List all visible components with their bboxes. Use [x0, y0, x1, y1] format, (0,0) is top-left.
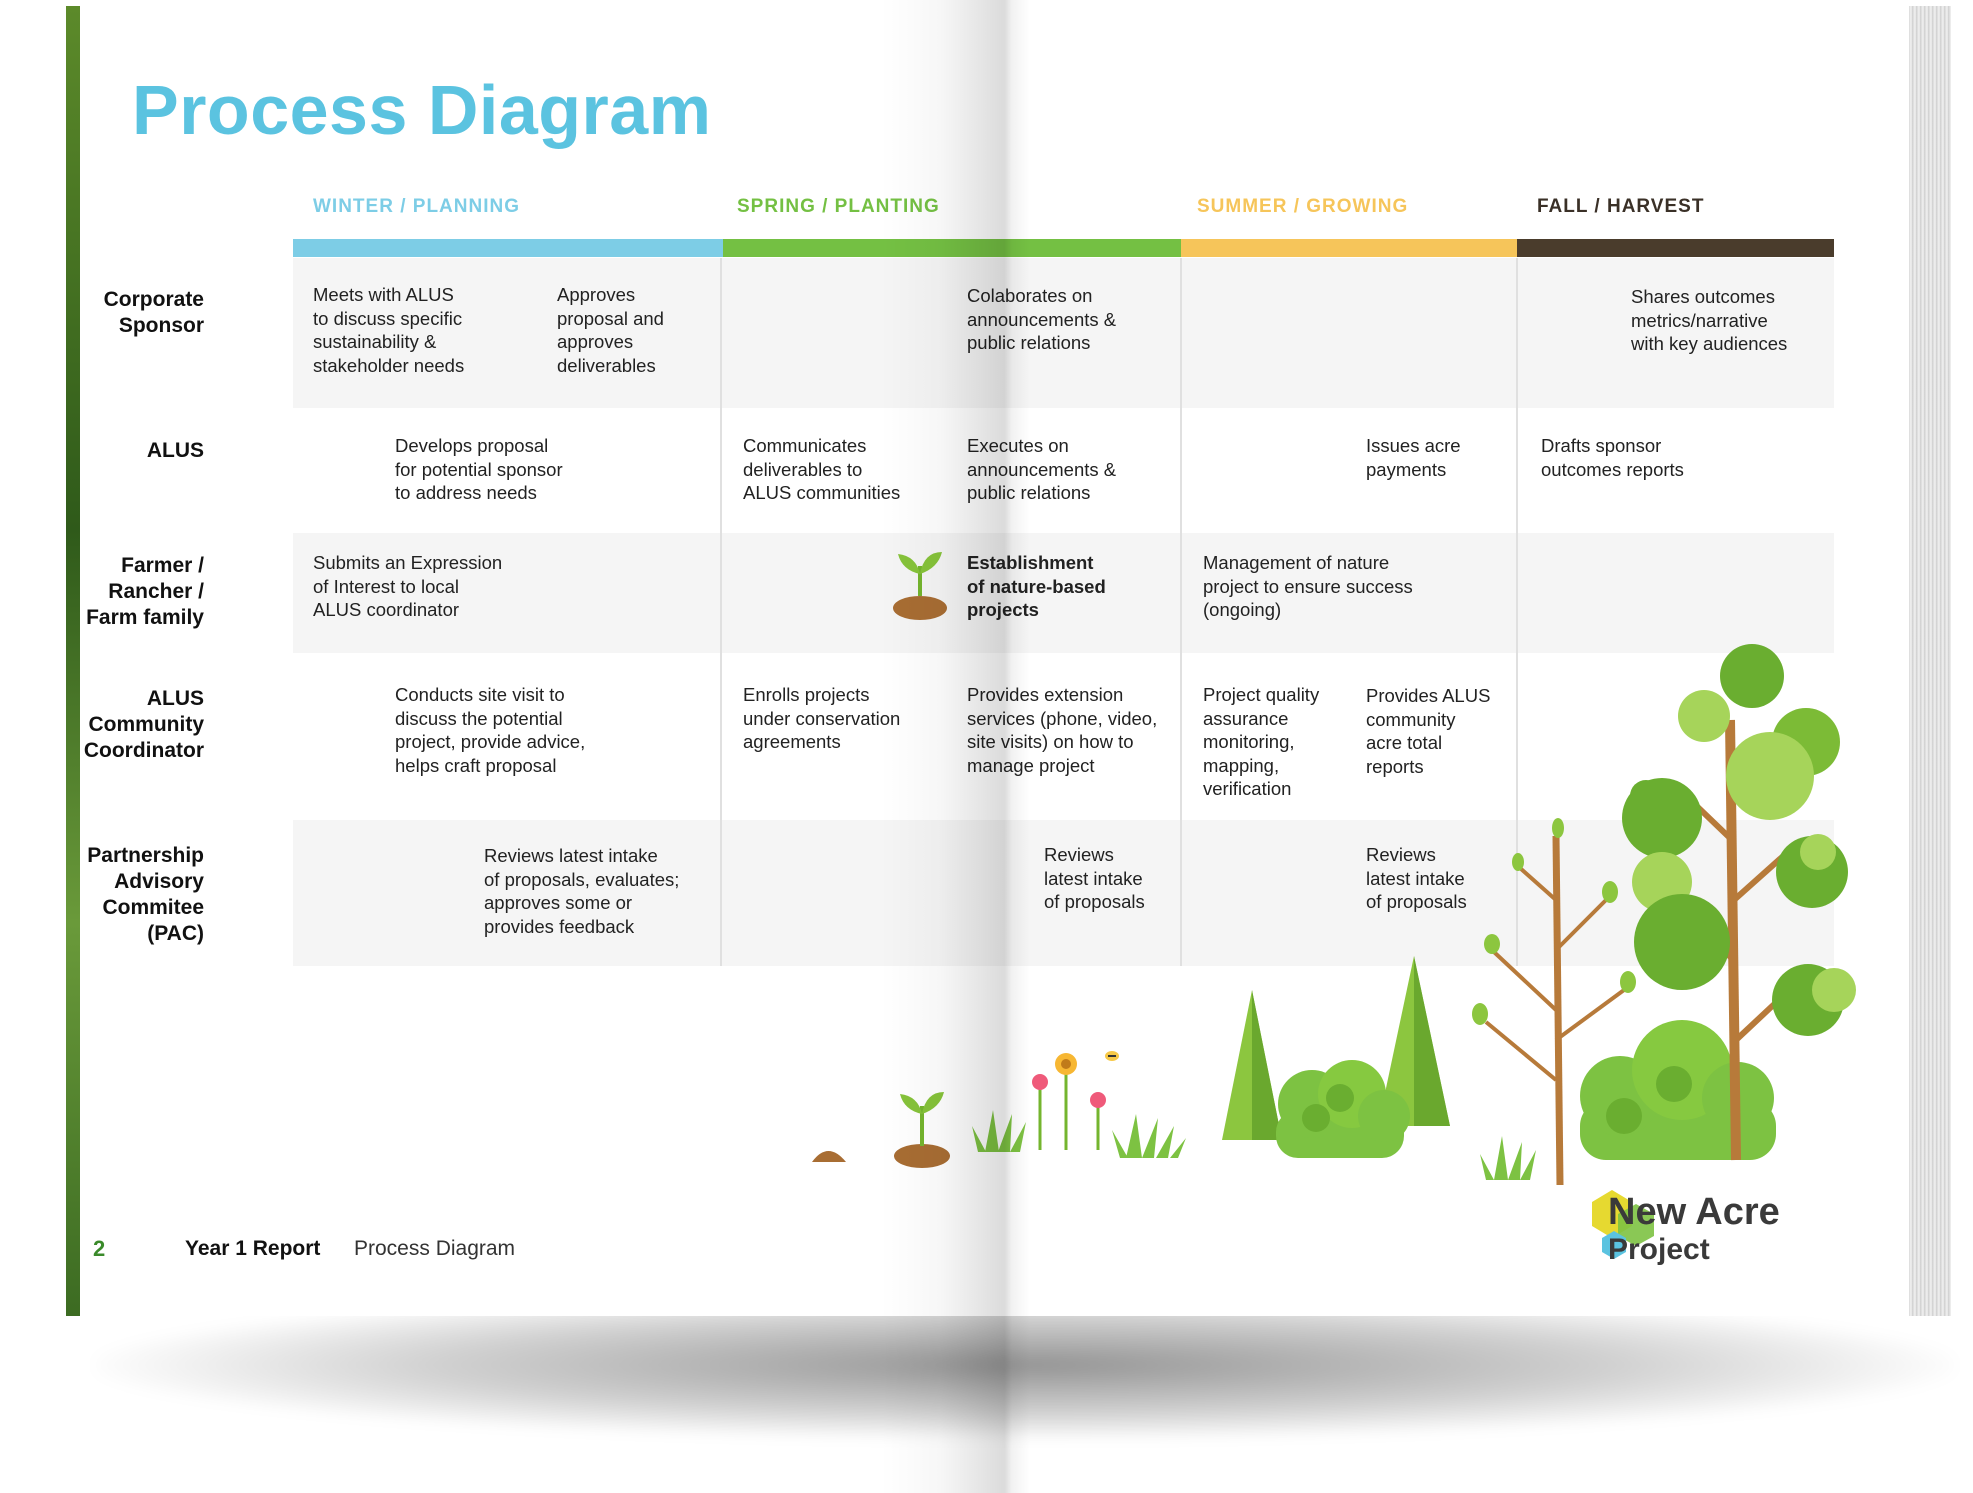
cell-farmer-establishment: Establishment of nature-based projects: [967, 552, 1106, 620]
cell-pac-reviews-spring: Reviews latest intake of proposals: [1044, 844, 1145, 912]
cell-coordinator-enrolls: Enrolls projects under conservation agre…: [743, 684, 901, 752]
cell-coordinator-quality: Project quality assurance monitoring, ma…: [1203, 684, 1320, 799]
footer-section-title: Process Diagram: [354, 1237, 516, 1260]
soil-mound-icon: [812, 1151, 846, 1162]
row-label-alus: ALUS: [146, 439, 204, 462]
row-band-corporate-sponsor: [293, 258, 1834, 408]
sprout-icon: [894, 1092, 950, 1168]
grass-icon: [972, 1110, 1026, 1152]
round-tree-icon: [1622, 644, 1856, 1161]
branch-tree-icon: [1472, 818, 1636, 1186]
season-summer-bar: [1181, 239, 1517, 257]
cell-sponsor-shares: Shares outcomes metrics/narrative with k…: [1631, 286, 1788, 354]
row-label-corporate-sponsor: Corporate Sponsor: [103, 288, 204, 337]
cell-coordinator-site-visit: Conducts site visit to discuss the poten…: [395, 684, 586, 776]
row-label-community-coordinator: ALUS Community Coordinator: [83, 687, 204, 762]
cell-pac-reviews-winter: Reviews latest intake of proposals, eval…: [484, 845, 680, 937]
cell-alus-issues: Issues acre payments: [1366, 435, 1461, 480]
season-spring-label: SPRING / PLANTING: [737, 196, 940, 217]
page-number: 2: [93, 1236, 106, 1261]
cell-coordinator-extension: Provides extension services (phone, vide…: [967, 684, 1158, 776]
cell-farmer-management: Management of nature project to ensure s…: [1203, 552, 1413, 620]
page-title: Process Diagram: [132, 71, 712, 149]
row-band-coordinator: [293, 653, 1834, 820]
grass-icon: [1480, 1136, 1536, 1180]
season-fall-label: FALL / HARVEST: [1537, 196, 1705, 217]
cell-sponsor-approves: Approves proposal and approves deliverab…: [557, 284, 664, 376]
cell-alus-executes: Executes on announcements & public relat…: [967, 435, 1117, 503]
bush-icon: [1276, 1060, 1410, 1158]
cell-alus-develops: Develops proposal for potential sponsor …: [395, 435, 563, 503]
cell-alus-drafts: Drafts sponsor outcomes reports: [1541, 435, 1684, 480]
season-winter-bar: [293, 239, 723, 257]
brand-line-2: Project: [1608, 1233, 1710, 1266]
season-summer-label: SUMMER / GROWING: [1197, 196, 1409, 217]
column-divider: [720, 258, 722, 966]
season-fall-bar: [1517, 239, 1834, 257]
cell-alus-communicates: Communicates deliverables to ALUS commun…: [743, 435, 901, 503]
page-stack-edge: [1909, 6, 1951, 1316]
row-band-pac: [293, 820, 1834, 966]
flowers-icon: [1032, 1051, 1119, 1150]
brand-wordmark: New Acre Project: [1608, 1191, 1780, 1268]
row-label-farmer: Farmer / Rancher / Farm family: [86, 554, 204, 629]
column-divider: [1516, 258, 1518, 966]
cone-tree-icon: [1378, 956, 1450, 1126]
cell-pac-reviews-summer: Reviews latest intake of proposals: [1366, 844, 1467, 912]
cell-coordinator-acre-reports: Provides ALUS community acre total repor…: [1366, 685, 1491, 777]
row-label-pac: Partnership Advisory Commitee (PAC): [87, 844, 204, 945]
row-band-farmer: [293, 533, 1834, 653]
cell-farmer-submits: Submits an Expression of Interest to loc…: [313, 552, 503, 620]
brand-line-1: New Acre: [1608, 1191, 1780, 1233]
row-band-alus: [293, 408, 1834, 533]
cell-sponsor-meets: Meets with ALUS to discuss specific sust…: [313, 284, 465, 376]
season-spring-bar: [723, 239, 1181, 257]
bush-icon: [1580, 1020, 1776, 1160]
grass-icon: [1112, 1114, 1186, 1158]
previous-page-edge: [66, 6, 80, 1316]
footer-report-title: Year 1 Report: [185, 1237, 321, 1260]
cell-sponsor-collaborates: Colaborates on announcements & public re…: [967, 285, 1117, 353]
season-winter-label: WINTER / PLANNING: [313, 196, 520, 217]
column-divider: [1180, 258, 1182, 966]
new-acre-logo-icon: [1592, 1190, 1654, 1259]
sprout-icon: [893, 552, 947, 620]
cone-tree-icon: [1222, 990, 1282, 1140]
